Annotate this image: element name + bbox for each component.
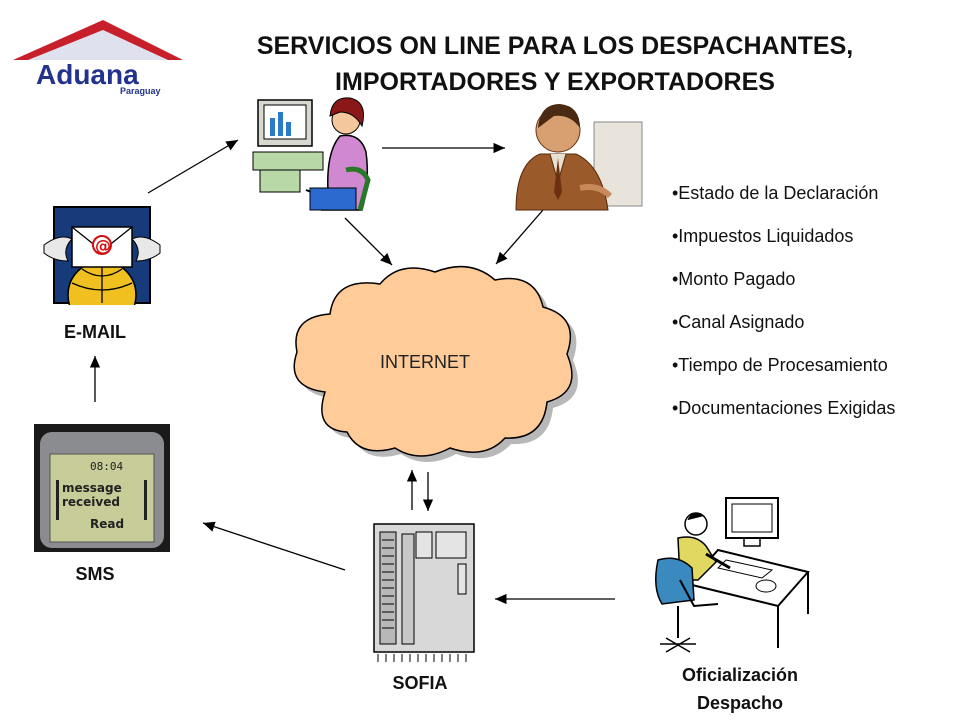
logo-text: Aduana — [36, 59, 139, 90]
status-info-list: •Estado de la Declaración •Impuestos Liq… — [672, 180, 942, 438]
agent-computer-icon — [510, 92, 645, 212]
email-label: E-MAIL — [64, 322, 126, 342]
arrow-agent-to-internet — [495, 209, 544, 265]
internet-label: INTERNET — [380, 352, 470, 372]
info-item: •Tiempo de Procesamiento — [672, 355, 888, 375]
phone-time: 08:04 — [90, 460, 123, 473]
logo-subtext: Paraguay — [120, 86, 161, 96]
oficializacion-label: Oficialización Despacho — [655, 661, 825, 717]
despacho-officer-icon — [648, 488, 818, 660]
title-line-1: SERVICIOS ON LINE PARA LOS DESPACHANTES, — [256, 32, 854, 60]
sofia-label: SOFIA — [392, 673, 448, 693]
info-item: •Monto Pagado — [672, 269, 796, 289]
aduana-logo: Aduana Paraguay — [8, 18, 188, 98]
info-item: •Documentaciones Exigidas — [672, 398, 896, 418]
oficializacion-line-1: Oficialización — [681, 665, 799, 685]
phone-line-2: received — [62, 495, 120, 509]
arrow-user-to-internet — [344, 217, 393, 266]
info-item: •Estado de la Declaración — [672, 183, 879, 203]
info-item: •Canal Asignado — [672, 312, 805, 332]
title-line-2: IMPORTADORES Y EXPORTADORES — [335, 68, 775, 96]
svg-text:@: @ — [95, 236, 111, 255]
phone-line-1: message — [62, 481, 122, 495]
email-icon: @ — [42, 205, 162, 330]
user-computer-icon — [250, 92, 380, 212]
phone-sms-photo: 08:04 message received Read — [34, 424, 170, 552]
arrow-email-to-user — [147, 139, 239, 194]
sms-label: SMS — [75, 564, 115, 584]
oficializacion-line-2: Despacho — [696, 693, 784, 713]
arrow-sofia-to-sms — [202, 521, 346, 571]
internet-cloud: INTERNET — [285, 262, 595, 467]
info-item: •Impuestos Liquidados — [672, 226, 854, 246]
page-title: SERVICIOS ON LINE PARA LOS DESPACHANTES,… — [210, 28, 900, 100]
phone-line-3: Read — [90, 517, 124, 531]
sofia-server-icon — [370, 520, 480, 665]
